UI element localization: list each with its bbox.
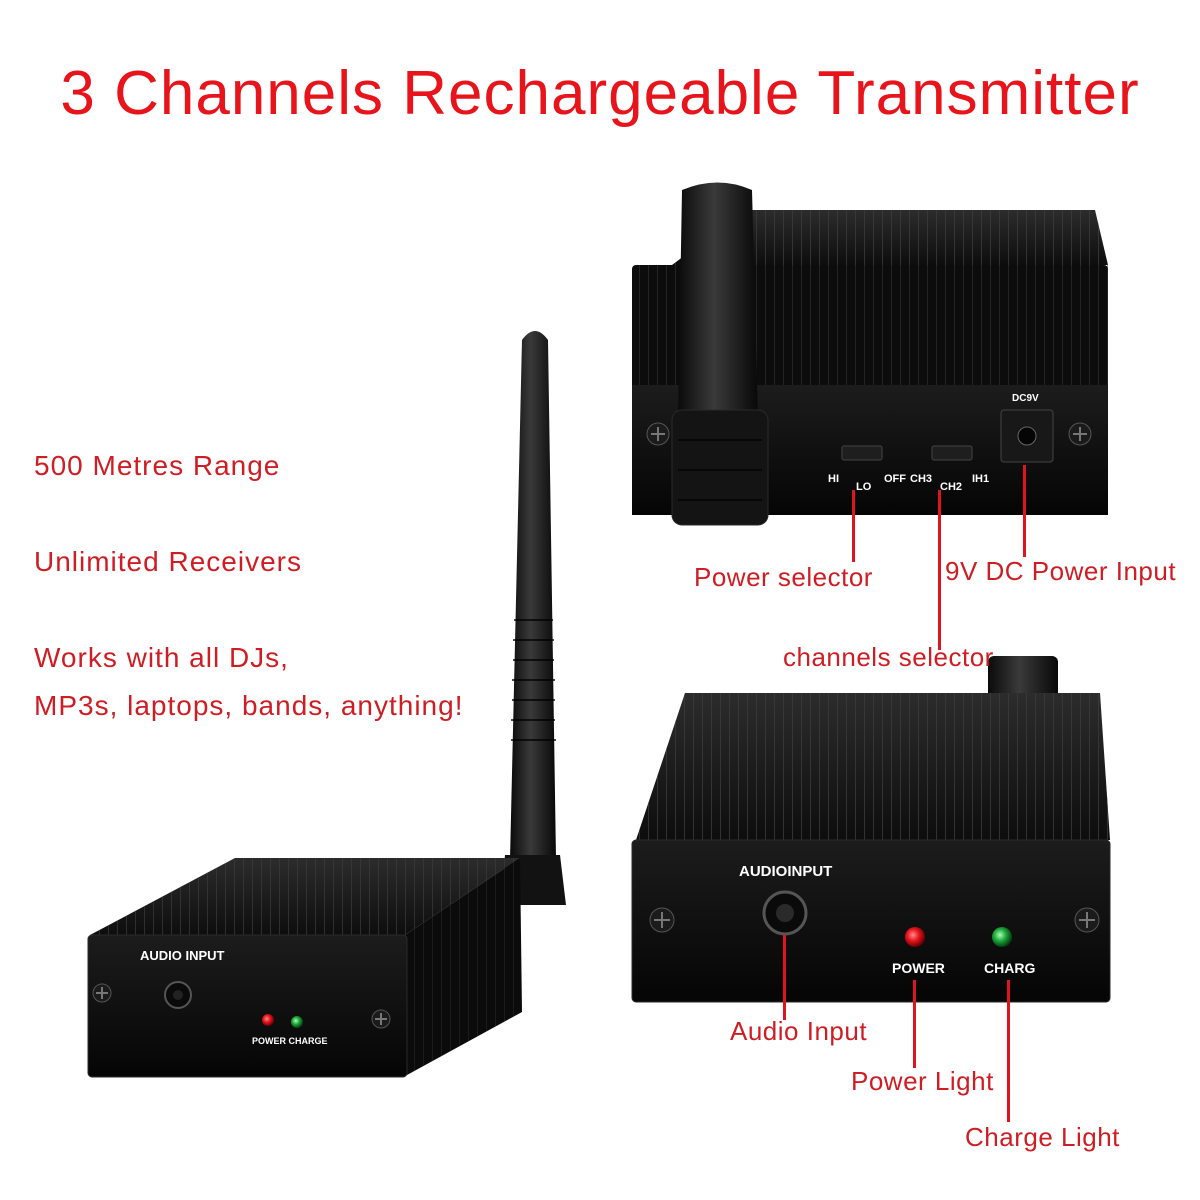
face-label-power: POWER xyxy=(892,960,945,976)
channel-selector-switch xyxy=(931,445,973,461)
dc-label: DC9V xyxy=(1012,393,1039,404)
feature-compatibility-2: MP3s, laptops, bands, anything! xyxy=(34,690,464,721)
callout-power-selector: Power selector xyxy=(694,562,873,592)
feature-range: 500 Metres Range xyxy=(34,450,281,481)
callout-audio-input: Audio Input xyxy=(730,1016,868,1046)
antenna xyxy=(510,331,556,860)
switch-label-off: OFF xyxy=(884,473,906,485)
callout-line-charge-light xyxy=(1007,980,1010,1122)
transmitter-main: AUDIO INPUT POWER CHARGE xyxy=(87,331,566,1078)
feature-receivers: Unlimited Receivers xyxy=(34,546,302,577)
callout-charge-light: Charge Light xyxy=(965,1122,1120,1152)
switch-label-ch3: CH3 xyxy=(910,473,932,485)
switch-label-lo: LO xyxy=(856,481,872,493)
callout-channels-selector: channels selector xyxy=(783,642,994,672)
face-label-audio-input: AUDIO INPUT xyxy=(140,948,225,963)
feature-compatibility-1: Works with all DJs, xyxy=(34,642,289,673)
callout-dc-input: 9V DC Power Input xyxy=(945,556,1177,586)
face-label-power-charge: POWER CHARGE xyxy=(252,1036,328,1046)
power-led xyxy=(905,927,925,947)
callout-power-light: Power Light xyxy=(851,1066,994,1096)
switch-label-ch2: CH2 xyxy=(940,481,962,493)
power-selector-switch xyxy=(841,445,883,461)
power-led xyxy=(262,1014,274,1026)
transmitter-front-view: AUDIOINPUT POWER CHARG xyxy=(631,656,1111,1003)
callout-line-dc-input xyxy=(1023,465,1026,557)
charge-led xyxy=(992,927,1012,947)
antenna xyxy=(678,182,758,420)
switch-label-ch1: IH1 xyxy=(972,473,989,485)
transmitter-back-view: HI LO OFF CH3 CH2 IH1 DC9V xyxy=(632,182,1108,526)
switch-label-hi: HI xyxy=(828,473,839,485)
face-label-audioinput: AUDIOINPUT xyxy=(739,863,832,880)
callout-line-power-selector xyxy=(852,490,855,562)
charge-led xyxy=(291,1016,303,1028)
callout-line-channels-selector xyxy=(938,490,941,650)
callout-line-power-light xyxy=(913,980,916,1068)
callout-line-audio-input xyxy=(783,935,786,1020)
face-label-charg: CHARG xyxy=(984,960,1035,976)
page-title: 3 Channels Rechargeable Transmitter xyxy=(60,59,1140,128)
